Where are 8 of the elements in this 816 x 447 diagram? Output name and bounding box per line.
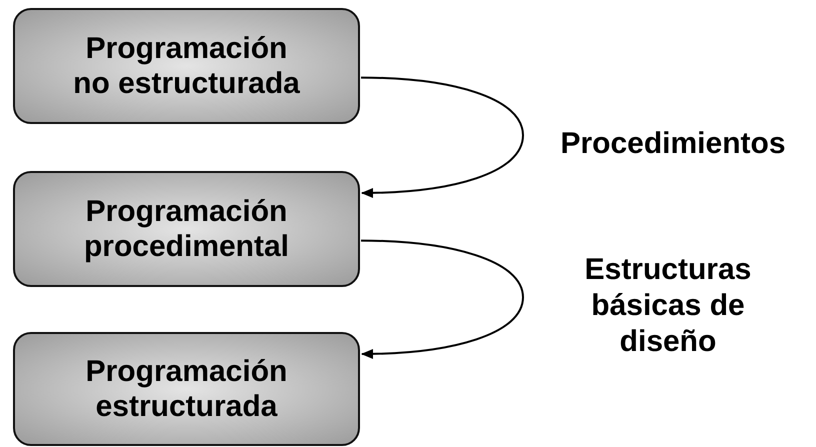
box-label: Programación estructurada: [86, 354, 288, 424]
box-label: Programación procedimental: [84, 194, 290, 264]
process-box: [13, 332, 360, 446]
curved-arrow: [360, 76, 524, 198]
curved-arrow: [360, 240, 524, 359]
process-box: [13, 8, 360, 124]
box-label: Programación no estructurada: [73, 30, 300, 102]
process-box: [13, 171, 360, 287]
